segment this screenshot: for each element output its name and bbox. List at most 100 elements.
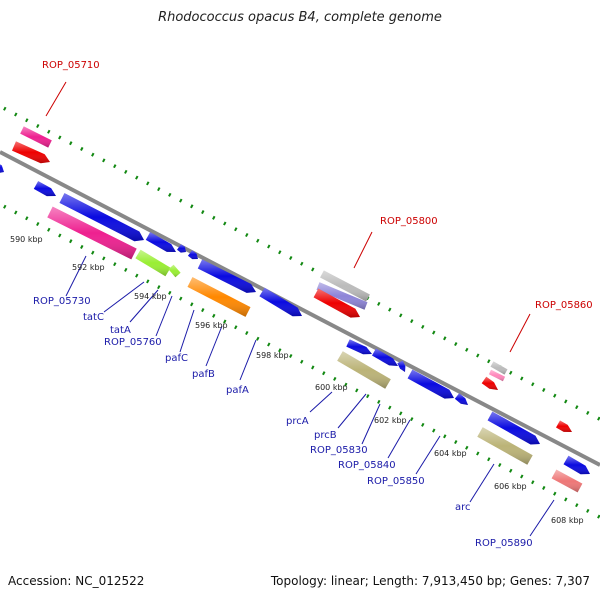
gene-features <box>0 126 590 493</box>
upper-guide-dot <box>575 405 579 410</box>
scale-tick-label: 600 kbp <box>315 383 348 392</box>
lower-guide-dot <box>443 434 447 439</box>
upper-guide-dot <box>201 210 205 215</box>
lower-label-leader <box>129 289 159 323</box>
lower-guide-dot <box>256 336 260 341</box>
upper-guide-dot <box>256 238 260 243</box>
lower-gene-label[interactable]: pafA <box>226 385 249 396</box>
upper-guide-dot <box>509 370 513 375</box>
genome-summary-text: Topology: linear; Length: 7,913,450 bp; … <box>270 574 590 588</box>
upper-guide-dot <box>311 267 315 272</box>
upper-guide-dot <box>124 169 128 174</box>
lower-guide-dot <box>289 353 293 358</box>
lower-gene-label[interactable]: prcB <box>314 430 337 441</box>
lower-gene-label[interactable]: ROP_05890 <box>475 538 533 549</box>
gene-feature-shading <box>187 250 198 260</box>
lower-gene-label[interactable]: ROP_05840 <box>338 460 396 471</box>
upper-guide-dot <box>223 221 227 226</box>
gene-feature-shading <box>556 420 572 432</box>
gene-feature-shading <box>187 277 251 317</box>
lower-guide-dot <box>179 296 183 301</box>
upper-guide-dot <box>542 387 546 392</box>
lower-guide-dot <box>157 285 161 290</box>
lower-gene-label[interactable]: arc <box>455 502 471 513</box>
gene-feature-shading <box>197 259 256 293</box>
upper-guide-dot <box>586 410 590 415</box>
lower-gene-label[interactable]: ROP_05830 <box>310 445 368 456</box>
gene-feature-shading <box>337 351 391 389</box>
upper-guide-dot <box>245 233 249 238</box>
upper-guide-dot <box>399 313 403 318</box>
gene-feature-shading <box>477 427 533 465</box>
gene-feature-shading <box>316 282 368 310</box>
lower-guide-dot <box>509 468 513 473</box>
upper-guide-dot <box>69 141 73 146</box>
upper-label-leader <box>45 81 67 117</box>
lower-gene-label[interactable]: pafC <box>165 353 188 364</box>
lower-guide-dot <box>575 503 579 508</box>
upper-guide-dot <box>454 342 458 347</box>
scale-tick-label: 608 kbp <box>551 516 584 525</box>
gene-feature-shading <box>12 141 50 164</box>
lower-label-leader <box>529 499 555 537</box>
lower-guide-dot <box>91 250 95 255</box>
gene-feature-shading <box>407 369 454 399</box>
gene-feature-shading <box>0 164 4 173</box>
lower-guide-dot <box>14 210 18 215</box>
upper-guide-dot <box>487 359 491 364</box>
upper-gene-label[interactable]: ROP_05710 <box>42 60 100 71</box>
lower-gene-label[interactable]: tatC <box>83 312 104 323</box>
lower-gene-label[interactable]: tatA <box>110 325 131 336</box>
lower-guide-dot <box>377 399 381 404</box>
upper-gene-label[interactable]: ROP_05800 <box>380 216 438 227</box>
lower-guide-dot <box>135 273 139 278</box>
upper-guide-dot <box>410 319 414 324</box>
gene-feature-shading <box>346 339 372 355</box>
gene-feature-shading <box>33 181 56 197</box>
lower-guide-dot <box>520 474 524 479</box>
upper-guide-dot <box>80 146 84 151</box>
lower-gene-label[interactable]: ROP_05730 <box>33 296 91 307</box>
gene-feature-shading <box>454 393 468 405</box>
lower-guide-dot <box>190 302 194 307</box>
upper-guide-dot <box>102 158 106 163</box>
gene-feature-shading <box>320 270 370 302</box>
upper-guide-dot <box>146 181 150 186</box>
lower-gene-label[interactable]: prcA <box>286 416 309 427</box>
gene-feature-shading <box>47 206 137 260</box>
upper-gene-label[interactable]: ROP_05860 <box>535 300 593 311</box>
lower-guide-dot <box>80 244 84 249</box>
lower-guide-dot <box>102 256 106 261</box>
lower-guide-dot <box>410 417 414 422</box>
lower-guide-dot <box>58 233 62 238</box>
upper-guide-dot <box>179 198 183 203</box>
gene-feature-shading <box>313 288 360 318</box>
upper-guide-dot <box>553 393 557 398</box>
upper-guide-dot <box>421 324 425 329</box>
upper-guide-dot <box>3 106 7 111</box>
lower-gene-label[interactable]: ROP_05850 <box>367 476 425 487</box>
lower-gene-label[interactable]: ROP_05760 <box>104 337 162 348</box>
scale-tick-label: 594 kbp <box>134 292 167 301</box>
upper-label-leader <box>353 231 373 269</box>
lower-guide-dot <box>168 290 172 295</box>
upper-guide-dot <box>443 336 447 341</box>
scale-tick-label: 604 kbp <box>434 449 467 458</box>
lower-label-leader <box>415 435 441 475</box>
lower-guide-dot <box>146 279 150 284</box>
upper-guide-dot <box>135 175 139 180</box>
gene-feature-shading <box>59 193 144 242</box>
lower-guide-dot <box>124 267 128 272</box>
lower-guide-dot <box>113 262 117 267</box>
scale-tick-label: 598 kbp <box>256 351 289 360</box>
upper-guide-dot <box>91 152 95 157</box>
upper-guide-dot <box>278 250 282 255</box>
lower-gene-label[interactable]: pafB <box>192 369 215 380</box>
lower-guide-dot <box>355 388 359 393</box>
gene-feature-shading <box>168 264 181 278</box>
lower-guide-dot <box>454 440 458 445</box>
upper-guide-dot <box>47 129 51 134</box>
gene-feature-shading <box>551 469 583 493</box>
lower-guide-dot <box>487 457 491 462</box>
lower-guide-dot <box>432 428 436 433</box>
